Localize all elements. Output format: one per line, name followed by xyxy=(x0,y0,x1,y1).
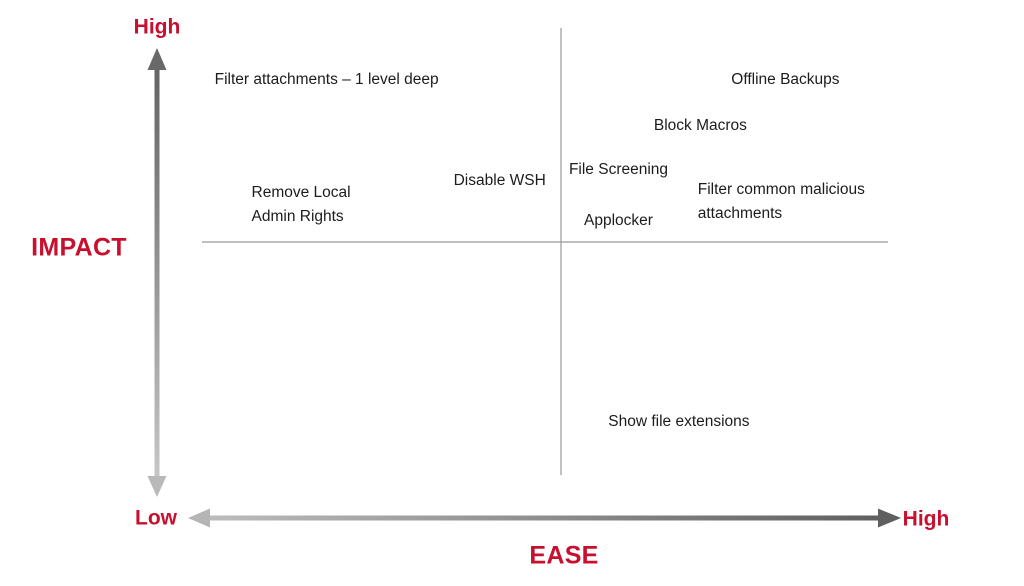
ease-axis-high-label: High xyxy=(902,507,950,531)
chart-item-label: Show file extensions xyxy=(608,412,750,430)
chart-item-label: Applocker xyxy=(584,211,653,229)
chart-item-label: Remove Local Admin Rights xyxy=(251,184,351,226)
chart-item-label: Block Macros xyxy=(653,116,747,134)
impact-axis-high-label: High xyxy=(133,15,181,39)
chart-item-label: Offline Backups xyxy=(731,71,840,89)
impact-axis-title: IMPACT xyxy=(31,233,127,262)
ease-axis-arrow xyxy=(188,508,901,528)
chart-item-label: File Screening xyxy=(568,160,669,178)
chart-item-label: Filter common malicious attachments xyxy=(697,181,865,223)
chart-item-label: Disable WSH xyxy=(453,172,546,190)
origin-low-label: Low xyxy=(135,506,177,530)
impact-axis-arrow xyxy=(147,48,167,497)
ease-axis-title: EASE xyxy=(529,541,599,570)
chart-item-label: Filter attachments – 1 level deep xyxy=(214,71,439,89)
